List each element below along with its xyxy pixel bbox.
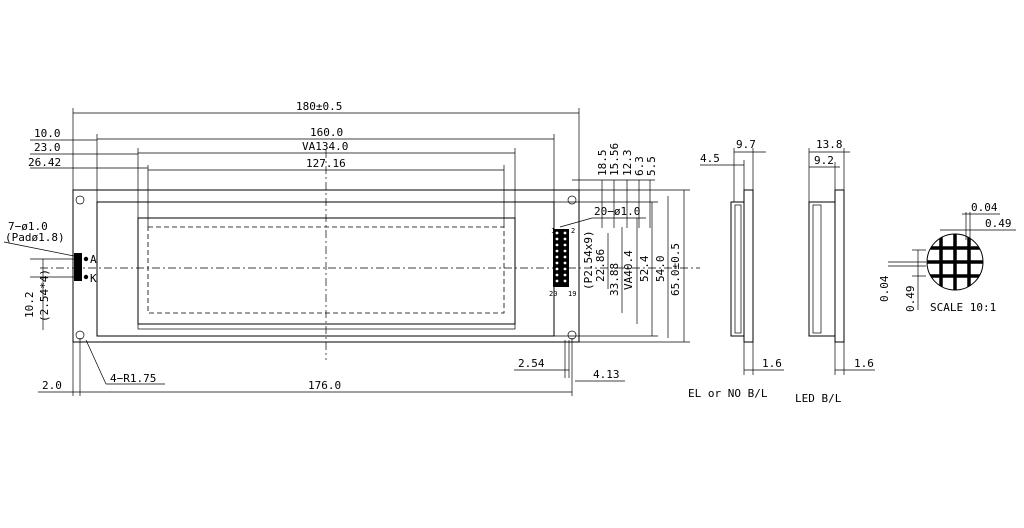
side-view-el: 9.7 4.5 1.6 EL or NO B/L (688, 138, 784, 400)
dim-2642: 26.42 (28, 156, 61, 169)
scale-label: SCALE 10:1 (930, 301, 996, 314)
dim-102: 10.2 (23, 292, 36, 319)
dim-2: 2.0 (42, 379, 62, 392)
bottom-dimension-lines (38, 338, 625, 396)
dim-led-16: 1.6 (854, 357, 874, 370)
led-caption: LED B/L (795, 392, 842, 405)
pin-1-label: 1 (551, 227, 555, 235)
dim-55: 5.5 (645, 156, 658, 176)
el-caption: EL or NO B/L (688, 387, 768, 400)
dim-160: 160.0 (310, 126, 343, 139)
conn-note: 20−ø1.0 (594, 205, 640, 218)
viewing-area (137, 217, 516, 325)
dim-54: 54.0 (654, 256, 667, 283)
dim-92: 9.2 (814, 154, 834, 167)
right-dimension-lines (554, 179, 690, 343)
mount-hole-tr (567, 195, 577, 205)
dim-va134: VA134.0 (302, 140, 348, 153)
led-pin-block (74, 253, 82, 281)
dim-004-left: 0.04 (878, 275, 891, 302)
hole-note: 7−ø1.0 (8, 220, 48, 233)
dim-65: 65.0±0.5 (669, 243, 682, 296)
top-dimension-lines (30, 108, 580, 227)
pin-k-label: K (90, 272, 97, 285)
dim-524: 52.4 (638, 255, 651, 282)
side-view-led: 13.8 9.2 1.6 LED B/L (795, 138, 875, 405)
connector-pins (553, 229, 569, 287)
radius-note: 4−R1.75 (110, 372, 156, 385)
dim-049-top: 0.49 (985, 217, 1012, 230)
dim-2286: 22.86 (594, 249, 607, 282)
dim-63: 6.3 (633, 156, 646, 176)
dim-254x4: (2.54*4) (38, 269, 51, 322)
led-pins (74, 253, 89, 281)
pin-20-label: 20 (549, 290, 557, 298)
dim-10: 10.0 (34, 127, 61, 140)
dim-004-top: 0.04 (971, 201, 998, 214)
dim-23: 23.0 (34, 141, 61, 154)
dim-049-left: 0.49 (904, 286, 917, 313)
dim-el-16: 1.6 (762, 357, 782, 370)
dim-45: 4.5 (700, 152, 720, 165)
dim-123: 12.3 (621, 150, 634, 177)
dim-176: 176.0 (308, 379, 341, 392)
pin-a-label: A (90, 253, 97, 266)
pad-note: (Padø1.8) (5, 231, 65, 244)
dim-97: 9.7 (736, 138, 756, 151)
dim-3388: 33.88 (608, 263, 621, 296)
front-view: A K 1 2 20 19 (3, 100, 700, 396)
dim-413: 4.13 (593, 368, 620, 381)
mount-hole-tl (75, 195, 85, 205)
dim-138: 13.8 (816, 138, 843, 151)
pin-19-label: 19 (568, 290, 576, 298)
pitch-note: (P2.54x9) (582, 230, 595, 290)
dot-detail: 0.04 0.49 0.04 0.49 SCALE 10:1 (878, 201, 1016, 314)
bezel-outline (96, 201, 555, 337)
mount-hole-br (567, 330, 577, 340)
bezel-bottom-strip (137, 323, 516, 330)
dim-254: 2.54 (518, 357, 545, 370)
dim-185: 18.5 (596, 150, 609, 177)
mount-hole-bl (75, 330, 85, 340)
dim-127: 127.16 (306, 157, 346, 170)
dim-180: 180±0.5 (296, 100, 342, 113)
hole-leader (3, 241, 75, 257)
dim-1556: 15.56 (608, 143, 621, 176)
pin-2-label: 2 (571, 227, 575, 235)
dim-va404: VA40.4 (622, 250, 635, 290)
